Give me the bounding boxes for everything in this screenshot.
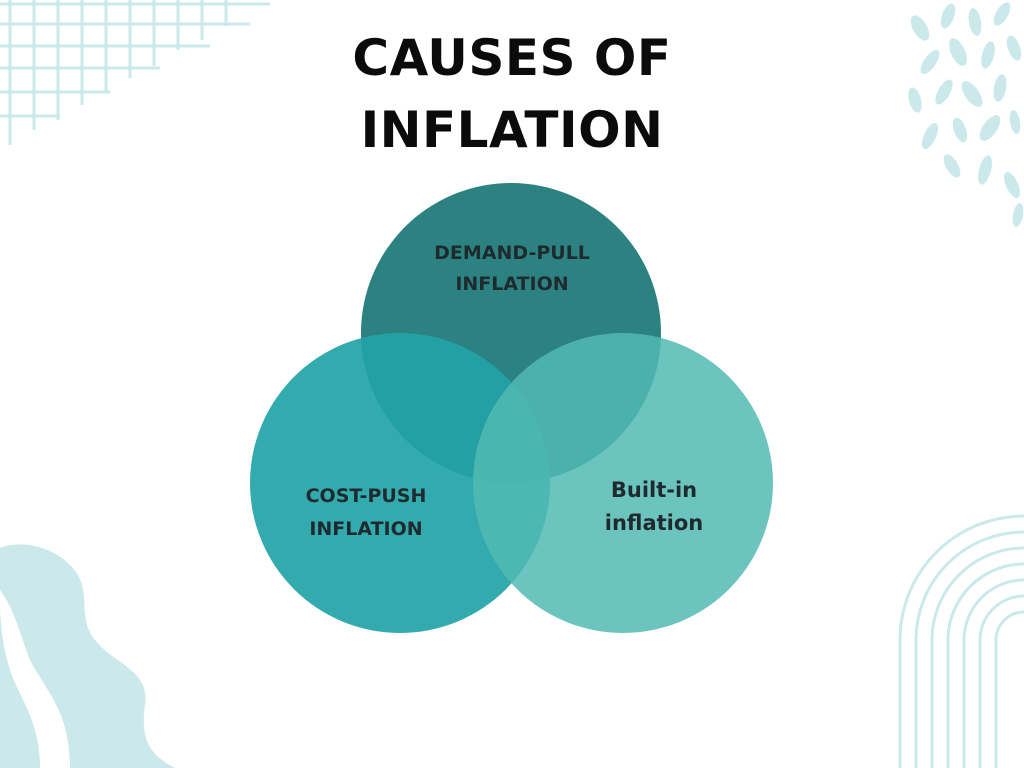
label-cost-push-line-1: COST-PUSH [305, 485, 427, 507]
label-built-in: Built-in inflation [556, 474, 752, 540]
wave-blob [0, 544, 175, 768]
circle-built-in [473, 333, 773, 633]
arch-pattern [898, 514, 1024, 768]
label-built-in-line-2: inflation [604, 511, 704, 535]
page-title: CAUSES OF INFLATION [262, 22, 762, 166]
label-demand-pull-line-1: DEMAND-PULL [434, 242, 590, 264]
grid-pattern [0, 0, 270, 145]
label-demand-pull-line-2: INFLATION [455, 273, 569, 295]
label-demand-pull: DEMAND-PULL INFLATION [392, 238, 632, 300]
venn-diagram [250, 183, 773, 633]
label-cost-push-line-2: INFLATION [309, 518, 423, 540]
circle-cost-push [250, 333, 550, 633]
leaf-pattern [908, 2, 1024, 227]
label-built-in-line-1: Built-in [610, 478, 698, 502]
title-line-2: INFLATION [360, 101, 664, 159]
title-line-1: CAUSES OF [352, 29, 672, 87]
label-cost-push: COST-PUSH INFLATION [248, 480, 484, 546]
